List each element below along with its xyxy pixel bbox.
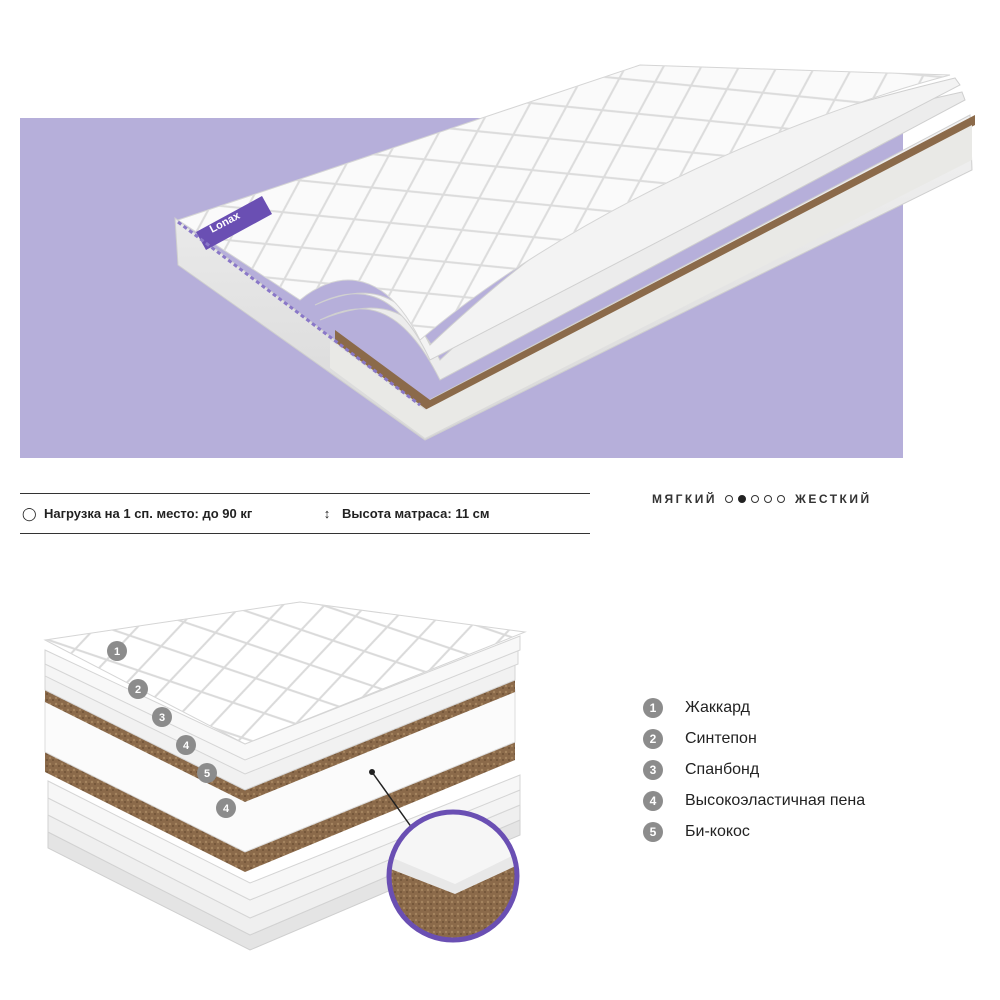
- layer-marker-text: 5: [204, 768, 210, 780]
- height-spec: ↕ Высота матраса: 11 см: [320, 506, 490, 521]
- legend-item: 5 Би-кокос: [643, 816, 865, 847]
- layer-marker: 1: [107, 641, 127, 661]
- legend-number-badge: 3: [643, 759, 663, 780]
- layer-marker-text: 2: [135, 684, 141, 696]
- legend-item: 3 Спанбонд: [643, 754, 865, 785]
- weight-icon: ◯: [22, 506, 37, 521]
- firmness-scale: МЯГКИЙ ЖЕСТКИЙ: [652, 492, 872, 506]
- layer-marker-text: 3: [159, 712, 165, 724]
- legend-number-badge: 5: [643, 821, 663, 842]
- layer-marker-text: 4: [223, 803, 230, 815]
- firmness-dot: [725, 495, 733, 503]
- legend-item: 2 Синтепон: [643, 723, 865, 754]
- hero-mattress-image: Lonax: [174, 64, 975, 441]
- firmness-hard-label: ЖЕСТКИЙ: [795, 492, 872, 506]
- layer-marker: 3: [152, 707, 172, 727]
- firmness-soft-label: МЯГКИЙ: [652, 492, 717, 506]
- legend-label: Синтепон: [685, 729, 757, 747]
- legend-label: Жаккард: [685, 698, 750, 716]
- legend-number-badge: 2: [643, 728, 663, 749]
- layer-marker: 2: [128, 679, 148, 699]
- layer-marker: 4: [176, 735, 196, 755]
- layer-marker: 4: [216, 798, 236, 818]
- layer-marker-text: 4: [183, 740, 190, 752]
- height-arrows-icon: ↕: [323, 506, 331, 521]
- load-spec-label: Нагрузка на 1 сп. место: до 90 кг: [44, 506, 253, 521]
- firmness-dot: [777, 495, 785, 503]
- height-spec-label: Высота матраса: 11 см: [342, 506, 490, 521]
- legend-label: Высокоэластичная пена: [685, 791, 866, 809]
- firmness-dot: [764, 495, 772, 503]
- spec-bar: ◯ Нагрузка на 1 сп. место: до 90 кг ↕ Высо…: [20, 493, 590, 534]
- firmness-dot-selected: [738, 495, 746, 503]
- layer-marker-text: 1: [114, 646, 120, 658]
- legend-item: 4 Высокоэластичная пена: [643, 785, 865, 816]
- zoom-callout: [369, 769, 520, 943]
- legend-number-badge: 4: [643, 790, 663, 811]
- layer-marker: 5: [197, 763, 217, 783]
- legend-label: Спанбонд: [685, 760, 760, 778]
- legend-item: 1 Жаккард: [643, 692, 865, 723]
- layers-legend: 1 Жаккард 2 Синтепон 3 Спанбонд 4 Высоко…: [643, 692, 865, 847]
- legend-label: Би-кокос: [685, 822, 750, 840]
- firmness-dot: [751, 495, 759, 503]
- load-spec: ◯ Нагрузка на 1 сп. место: до 90 кг: [22, 506, 252, 522]
- legend-number-badge: 1: [643, 697, 663, 718]
- firmness-dots: [725, 495, 785, 503]
